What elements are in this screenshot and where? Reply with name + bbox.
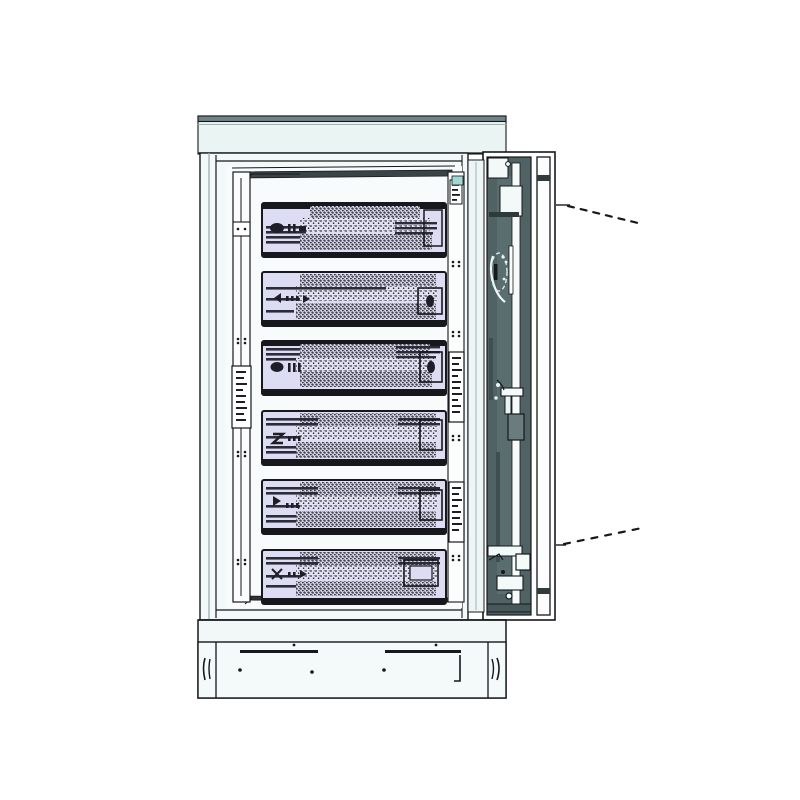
base-plinth [197, 619, 507, 699]
door-top-stiffener [487, 157, 523, 217]
module-slot-4[interactable] [261, 410, 447, 466]
module-slot-3[interactable] [261, 340, 447, 396]
right-mounting-rail [447, 171, 465, 603]
callout-leaders [556, 204, 644, 546]
door-bottom-hardware [486, 545, 532, 613]
door-handle-recess[interactable] [489, 245, 514, 303]
module-slot-6[interactable] [261, 549, 447, 605]
leader-lower [556, 526, 644, 546]
left-mounting-rail [231, 171, 252, 603]
module-slot-1[interactable] [261, 202, 447, 258]
module-stack [261, 202, 447, 605]
module-slot-5[interactable] [261, 479, 447, 535]
door-lock-latch[interactable] [494, 379, 525, 441]
top-cap [197, 115, 507, 155]
leader-upper [556, 204, 644, 226]
module-slot-2[interactable] [261, 271, 447, 327]
door-depth-shadow [467, 159, 485, 613]
cabinet-door[interactable] [482, 151, 556, 621]
teal-accent-marker [451, 175, 464, 186]
